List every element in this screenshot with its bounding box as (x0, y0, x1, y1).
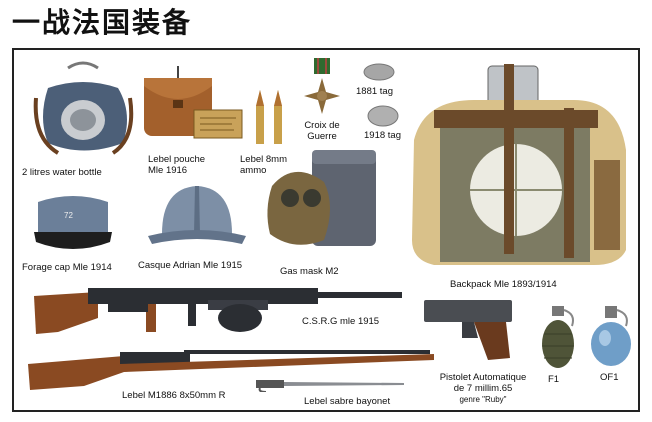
bayonet-illustration (254, 376, 404, 392)
pouche-label-line1: Lebel pouche (148, 154, 206, 165)
forage-cap-label: Forage cap Mle 1914 (22, 262, 112, 273)
casque-label: Casque Adrian Mle 1915 (138, 260, 243, 271)
tag-1881-illustration (362, 62, 396, 82)
forage-cap-badge: 72 (64, 211, 73, 220)
pistolet-label: Pistolet Automatique de 7 millim.65 genr… (428, 372, 538, 405)
pistolet-label-line3: genre "Ruby" (459, 395, 507, 404)
water-bottle-label: 2 litres water bottle (22, 167, 102, 178)
backpack-illustration (404, 60, 634, 270)
of1-label: OF1 (600, 372, 619, 383)
gas-mask-label: Gas mask M2 (280, 266, 339, 277)
tag-1918-label: 1918 tag (364, 130, 401, 141)
croix-label-line1: Croix de (304, 120, 340, 131)
csrg-machine-rifle-illustration (28, 276, 408, 344)
ammo-cartridges-illustration (252, 88, 288, 148)
pistolet-illustration (418, 294, 518, 364)
lebel-rifle-label: Lebel M1886 8x50mm R (122, 390, 226, 401)
ammo-box-illustration (192, 106, 244, 142)
pistolet-label-line1: Pistolet Automatique (439, 372, 527, 383)
backpack-label: Backpack Mle 1893/1914 (450, 279, 557, 290)
csrg-label: C.S.R.G mle 1915 (302, 316, 380, 327)
equipment-panel: 2 litres water bottle Lebel pouche Mle 1… (12, 48, 640, 412)
casque-adrian-illustration (142, 178, 252, 254)
page-title: 一战法国装备 (12, 6, 193, 39)
ammo-label-line2: ammo (240, 165, 267, 176)
gas-mask-illustration (264, 146, 380, 252)
tag-1881-label: 1881 tag (356, 86, 393, 97)
forage-cap-illustration: 72 (28, 184, 118, 256)
croix-de-guerre-medal (302, 58, 342, 118)
pistolet-label-line2: de 7 millim.65 (453, 383, 513, 394)
ammo-label-line1: Lebel 8mm (240, 154, 287, 165)
of1-grenade-illustration (588, 304, 634, 370)
water-bottle-illustration (28, 58, 138, 158)
tag-1918-illustration (366, 104, 400, 128)
pouche-label-line2: Mle 1916 (148, 165, 188, 176)
croix-label-line2: Guerre (307, 131, 337, 142)
pouche-label: Lebel pouche Mle 1916 (148, 154, 205, 176)
croix-label: Croix de Guerre (297, 120, 347, 142)
bayonet-label: Lebel sabre bayonet (304, 396, 391, 407)
lebel-rifle-illustration (24, 342, 434, 392)
f1-grenade-illustration (536, 304, 580, 372)
ammo-label: Lebel 8mm ammo (240, 154, 287, 176)
f1-label: F1 (548, 374, 560, 385)
